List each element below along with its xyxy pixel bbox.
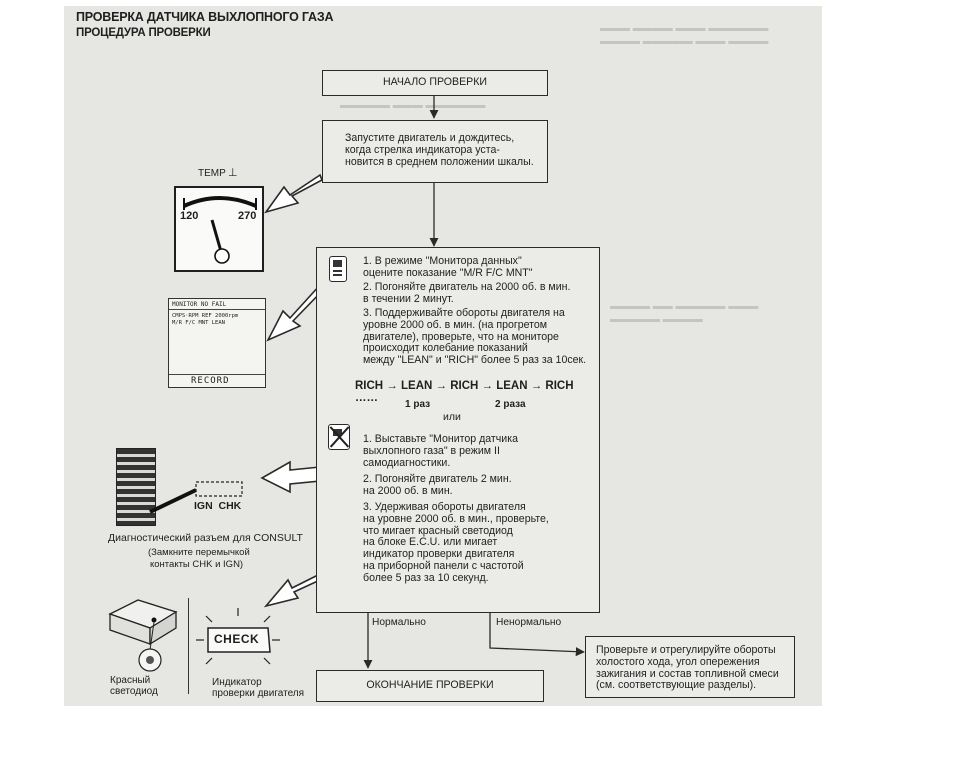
consult-step-2: 2. Погоняйте двигатель на 2000 об. в мин… xyxy=(363,281,571,293)
fix-line: зажигания и состав топливной смеси xyxy=(596,667,779,680)
fix-line: Проверьте и отрегулируйте обороты xyxy=(596,644,776,656)
connector-note-2: контакты CHK и IGN) xyxy=(150,559,244,570)
normal-label: Нормально xyxy=(372,617,426,628)
start-label: НАЧАЛО ПРОВЕРКИ xyxy=(382,76,488,89)
monitor-line-3: M/R F/C MNT LEAN xyxy=(172,320,225,326)
page-title: ПРОВЕРКА ДАТЧИКА ВЫХЛОПНОГО ГАЗА xyxy=(76,10,334,24)
thermometer-icon: ⊥ xyxy=(228,167,238,179)
consult-step-3e: между "LEAN" и "RICH" более 5 раз за 10с… xyxy=(363,354,587,367)
illustration-divider xyxy=(188,598,190,694)
consult-step-1: 1. В режиме "Монитора данных" xyxy=(363,255,522,267)
or-label: или xyxy=(435,411,469,423)
no-consult-icon xyxy=(328,424,350,450)
nc-step-2: 2. Погоняйте двигатель 2 мин. xyxy=(363,473,512,485)
abnormal-label: Ненормально xyxy=(496,617,562,628)
monitor-line-2: CMPS·RPM REF 2000rpm xyxy=(172,313,239,319)
ecu-caption-2: светодиод xyxy=(110,686,158,697)
connector-note-1: (Замкните перемычкой xyxy=(148,547,250,558)
start-box: НАЧАЛО ПРОВЕРКИ xyxy=(322,70,548,96)
consult-tester-icon xyxy=(329,256,347,282)
nc-step-1b: выхлопного газа" в режим II xyxy=(363,444,500,457)
connector-pins: IGN CHK xyxy=(194,500,242,512)
step1-line: Запустите двигатель и дождитесь, xyxy=(345,132,515,144)
consult-step-3b: уровне 2000 об. в мин. (на прогретом xyxy=(363,318,548,331)
check-caption-2: проверки двигателя xyxy=(212,688,305,699)
diagnostic-connector xyxy=(116,448,156,526)
page-subtitle: ПРОЦЕДУРА ПРОВЕРКИ xyxy=(76,27,211,39)
end-label: ОКОНЧАНИЕ ПРОВЕРКИ xyxy=(366,679,494,692)
nc-step-3e: индикатор проверки двигателя xyxy=(363,548,515,561)
temp-gauge: 120 270 xyxy=(174,186,264,272)
monitor-line-1: MONITOR NO FAIL xyxy=(172,301,227,308)
step1-line: когда стрелка индикатора уста- xyxy=(345,143,500,156)
cycle-label-1: 1 раз xyxy=(405,399,431,410)
consult-step-2b: в течении 2 минут. xyxy=(363,292,454,305)
check-caption-1: Индикатор xyxy=(212,677,262,688)
nc-step-3b: на уровне 2000 об. в мин., проверьте, xyxy=(363,512,549,525)
consult-monitor: MONITOR NO FAIL CMPS·RPM REF 2000rpm M/R… xyxy=(168,298,266,388)
nc-step-1: 1. Выставьте "Монитор датчика xyxy=(363,433,518,445)
consult-step-3c: двигателе), проверьте, что на мониторе xyxy=(363,330,559,343)
nc-step-1c: самодиагностики. xyxy=(363,456,451,469)
end-box: ОКОНЧАНИЕ ПРОВЕРКИ xyxy=(316,670,544,702)
step1-line: новится в среднем положении шкалы. xyxy=(345,155,534,168)
nc-step-3c: что мигает красный светодиод xyxy=(363,524,513,537)
gauge-min: 120 xyxy=(180,210,199,222)
fix-box: Проверьте и отрегулируйте обороты холост… xyxy=(585,636,795,698)
nc-step-3d: на блоке E.C.U. или мигает xyxy=(363,536,498,549)
nc-step-2b: на 2000 об. в мин. xyxy=(363,484,453,497)
consult-step-3: 3. Поддерживайте обороты двигателя на xyxy=(363,307,565,319)
cycle-label-2: 2 раза xyxy=(495,399,526,410)
nc-step-3: 3. Удерживая обороты двигателя xyxy=(363,501,526,513)
nc-step-3f: на приборной панели с частотой xyxy=(363,559,524,572)
gauge-label: TEMP xyxy=(198,168,226,179)
test-box: 1. В режиме "Монитора данных" оцените по… xyxy=(316,247,600,613)
step1-box: Запустите двигатель и дождитесь, когда с… xyxy=(322,120,548,183)
rich-lean-sequence: RICH → LEAN → RICH → LEAN → RICH …… xyxy=(355,380,574,404)
consult-step-1b: оцените показание "M/R F/C MNT" xyxy=(363,266,533,279)
consult-step-3d: происходит колебание показаний xyxy=(363,342,528,355)
fix-line: (см. соответствующие разделы). xyxy=(596,679,757,692)
fix-line: холостого хода, угол опережения xyxy=(596,655,760,668)
connector-caption: Диагностический разъем для CONSULT xyxy=(108,532,303,544)
monitor-record: RECORD xyxy=(191,376,230,386)
nc-step-3g: более 5 раз за 10 секунд. xyxy=(363,571,489,584)
gauge-dial xyxy=(183,196,257,264)
gauge-max: 270 xyxy=(238,210,257,222)
check-text: CHECK xyxy=(214,632,260,646)
ecu-caption-1: Красный xyxy=(110,675,151,686)
